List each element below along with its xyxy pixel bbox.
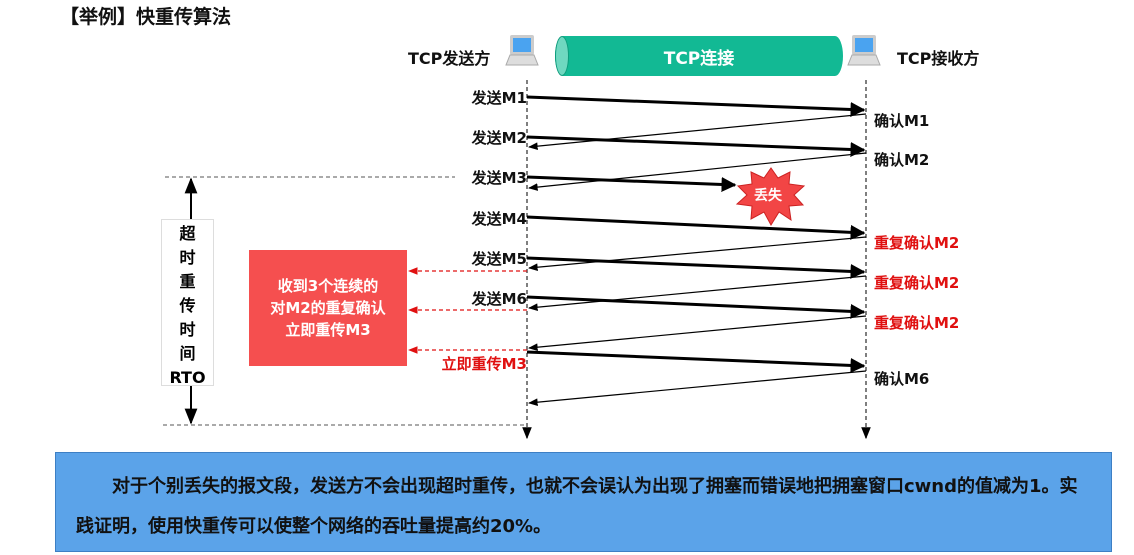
ack-label: 确认M6 — [874, 370, 930, 388]
box-line: 立即重传M3 — [285, 321, 371, 339]
rto-char: 时 — [179, 248, 196, 267]
notify-arrows — [408, 267, 527, 354]
lost-burst-icon — [735, 167, 806, 227]
segment-arrows — [526, 95, 866, 373]
rto-char: 间 — [179, 344, 196, 363]
sender-label: TCP发送方 — [408, 49, 491, 68]
box-line: 收到3个连续的 — [277, 277, 379, 295]
sender-laptop-icon — [505, 35, 539, 66]
fast-retransmit-box: 收到3个连续的对M2的重复确认立即重传M3 — [249, 250, 407, 366]
send-label: 发送M3 — [471, 169, 527, 187]
receiver-label: TCP接收方 — [897, 49, 980, 68]
rto-text: RTO — [169, 368, 206, 387]
connection-label: TCP连接 — [663, 48, 735, 69]
rto-char: 时 — [179, 320, 196, 339]
send-label: 发送M4 — [471, 210, 527, 228]
rto-char: 超 — [179, 224, 196, 243]
dup-ack-label: 重复确认M2 — [874, 234, 960, 252]
ack-arrows — [528, 113, 867, 407]
summary-note: 对于个别丢失的报文段，发送方不会出现超时重传，也就不会误认为出现了拥塞而错误地把… — [55, 452, 1112, 552]
ack-label: 确认M2 — [874, 151, 930, 169]
rto-char: 传 — [179, 296, 196, 315]
rto-label-box: 超 时 重 传 时 间 RTO — [161, 219, 214, 387]
send-label: 发送M6 — [471, 290, 527, 308]
lost-label: 丢失 — [754, 188, 782, 204]
ack-label: 确认M1 — [874, 112, 930, 130]
page-title: 【举例】快重传算法 — [60, 6, 232, 28]
tcp-connection-pipe: TCP连接 — [555, 36, 843, 76]
box-line: 对M2的重复确认 — [270, 299, 386, 317]
dup-ack-label: 重复确认M2 — [874, 274, 960, 292]
dup-ack-label: 重复确认M2 — [874, 314, 960, 332]
send-label: 发送M5 — [471, 250, 527, 268]
rto-char: 重 — [179, 272, 196, 291]
send-label: 发送M2 — [471, 129, 527, 147]
retransmit-label: 立即重传M3 — [441, 355, 527, 373]
send-label: 发送M1 — [471, 89, 527, 107]
receiver-laptop-icon — [847, 35, 881, 66]
